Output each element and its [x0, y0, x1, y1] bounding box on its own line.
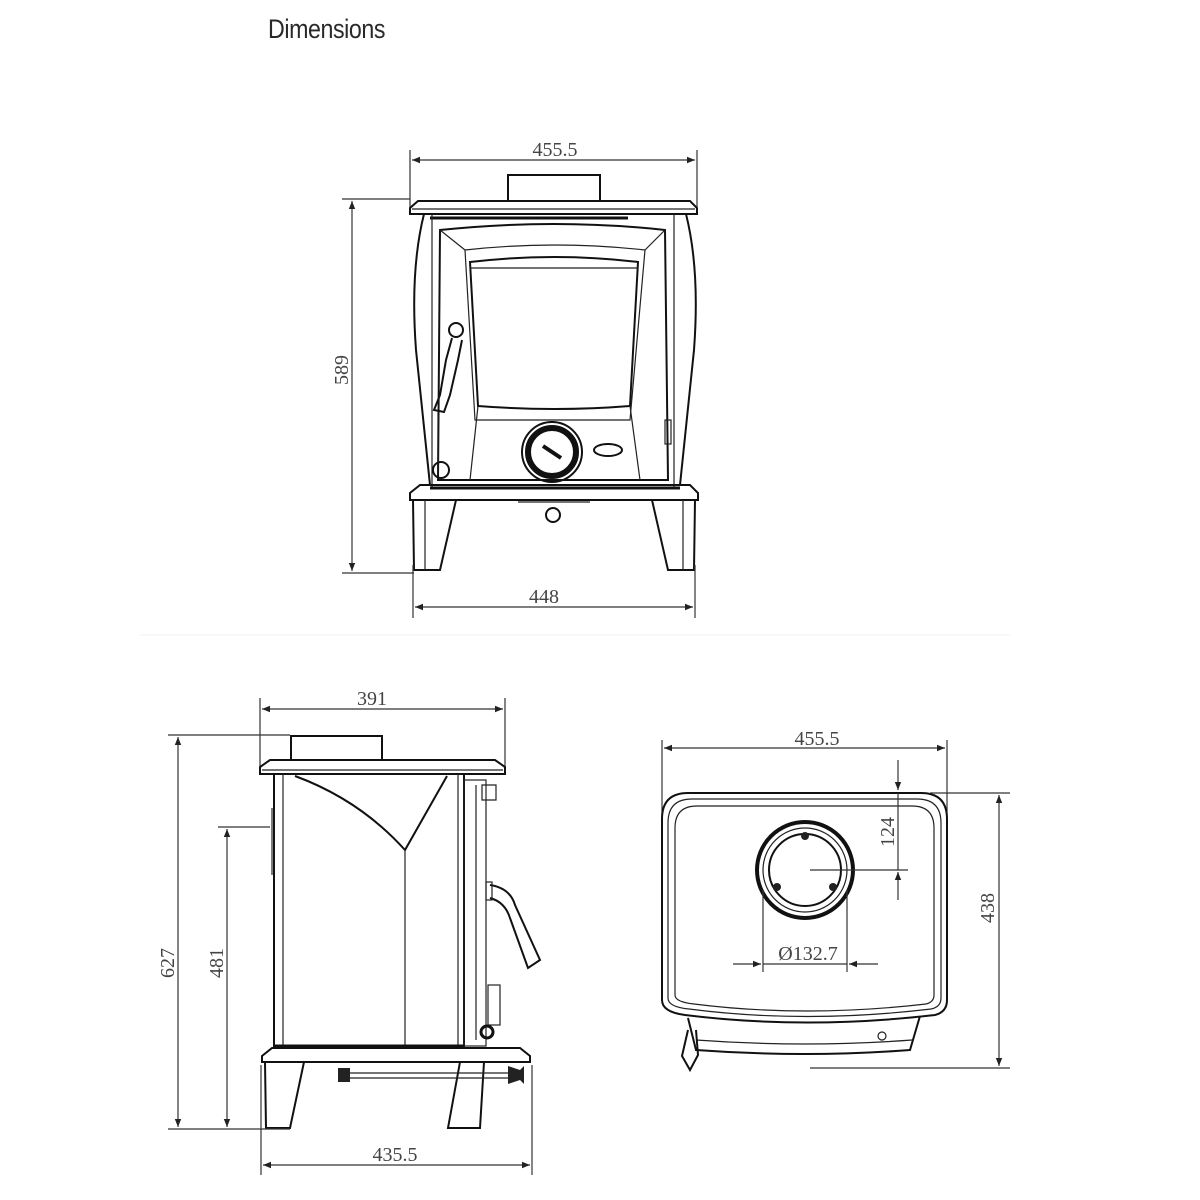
- top-flue-offset-dimension: 124: [810, 760, 908, 900]
- air-control-dial-icon: [521, 421, 583, 483]
- front-base-width-dimension: 448: [412, 565, 696, 618]
- front-base-width-label: 448: [529, 586, 559, 608]
- top-flue-diameter-dimension: Ø132.7: [733, 890, 878, 972]
- side-door-handle-icon: [485, 881, 542, 970]
- page-title: Dimensions: [268, 14, 386, 44]
- top-width-label: 455.5: [795, 728, 840, 750]
- top-view: 455.5 124: [661, 728, 1010, 1073]
- door-handle-icon: [432, 322, 464, 479]
- top-flue-diameter-label: Ø132.7: [778, 943, 837, 965]
- side-depth-label: 391: [357, 688, 387, 710]
- side-depth-dimension: 391: [259, 688, 506, 775]
- side-base-depth-label: 435.5: [373, 1144, 418, 1166]
- side-flue-height-label: 481: [206, 948, 228, 978]
- front-height-dimension: 589: [331, 198, 414, 574]
- top-width-dimension: 455.5: [661, 728, 948, 820]
- front-view: 455.5: [331, 139, 699, 618]
- front-top-width-label: 455.5: [533, 139, 578, 161]
- top-depth-dimension: 438: [810, 792, 1010, 1069]
- side-total-height-dimension: 627: [157, 734, 290, 1130]
- side-base-depth-dimension: 435.5: [260, 1065, 533, 1175]
- side-flue-height-dimension: 481: [206, 826, 270, 1127]
- side-total-height-label: 627: [157, 948, 179, 978]
- top-flue-offset-label: 124: [877, 817, 899, 847]
- top-depth-label: 438: [977, 893, 999, 923]
- front-top-width-dimension: 455.5: [409, 139, 698, 215]
- side-view: 391: [157, 688, 542, 1175]
- front-height-label: 589: [331, 355, 353, 385]
